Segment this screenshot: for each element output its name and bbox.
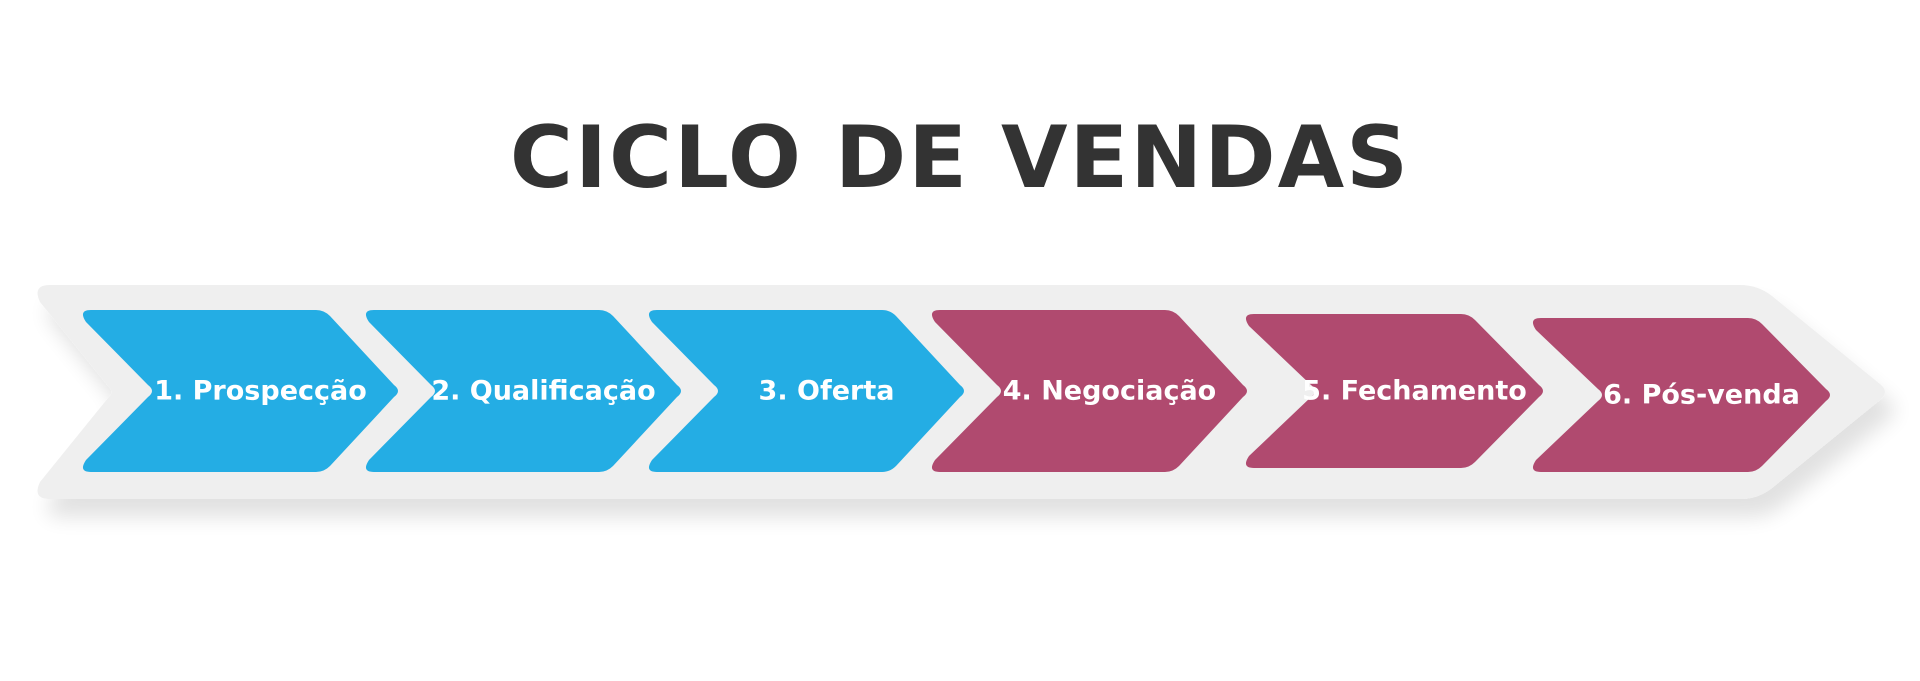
step-chevron	[1245, 314, 1543, 468]
process-step-6: 6. Pós-venda	[1532, 318, 1830, 472]
step-label: 6. Pós-venda	[1603, 380, 1800, 411]
step-label: 2. Qualificação	[431, 376, 655, 407]
process-step-1: 1. Prospecção	[82, 310, 398, 472]
page-title: CICLO DE VENDAS	[509, 108, 1411, 208]
step-label: 4. Negociação	[1003, 376, 1216, 407]
step-label: 3. Oferta	[759, 376, 895, 407]
step-chevron	[365, 310, 681, 472]
step-chevron	[931, 310, 1247, 472]
step-label: 1. Prospecção	[154, 376, 367, 407]
step-label: 5. Fechamento	[1302, 376, 1527, 407]
process-step-2: 2. Qualificação	[365, 310, 681, 472]
steps-layer: 1. Prospecção 2. Qualificação 3. Oferta 4. …	[82, 310, 1830, 472]
process-step-4: 4. Negociação	[931, 310, 1247, 472]
step-chevron	[82, 310, 398, 472]
step-chevron	[648, 310, 964, 472]
step-chevron	[1532, 318, 1830, 472]
process-step-3: 3. Oferta	[648, 310, 964, 472]
process-step-5: 5. Fechamento	[1245, 314, 1543, 468]
